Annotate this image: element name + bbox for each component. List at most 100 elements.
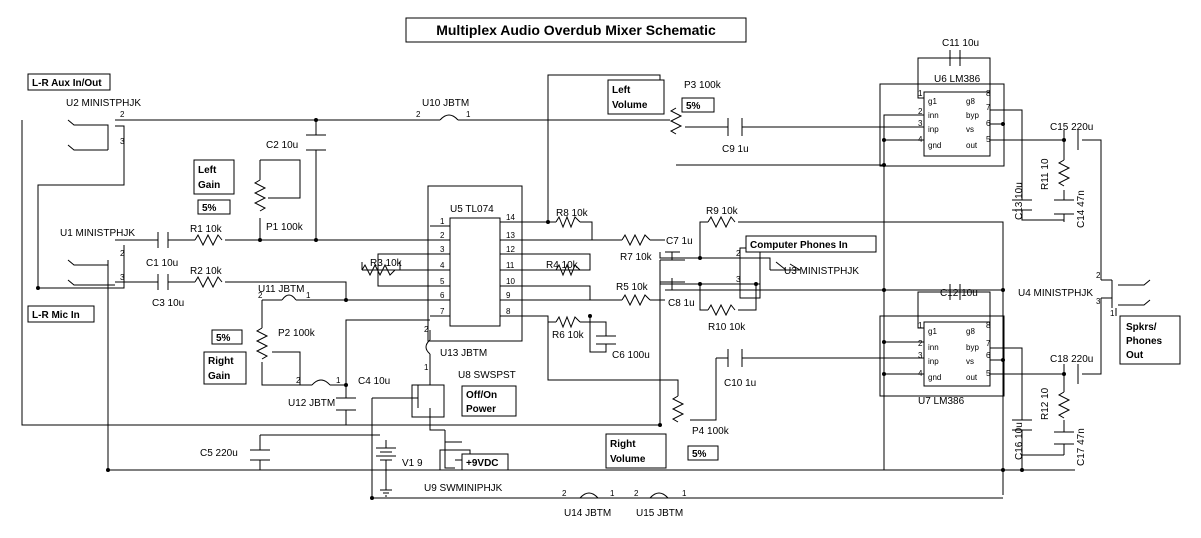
- u5-pin: 9: [506, 291, 511, 300]
- u5-pin: 2: [440, 231, 445, 240]
- label-v1: V1 9: [402, 458, 423, 469]
- note-right-volume-2: Volume: [610, 454, 646, 465]
- junctions: [36, 106, 1066, 500]
- u5-pin: 10: [506, 277, 515, 286]
- u6-pin: 3: [918, 119, 923, 128]
- u7-pin: 5: [986, 369, 991, 378]
- label-c7: C7 1u: [666, 236, 693, 247]
- u6-pin: 4: [918, 135, 923, 144]
- u3-pin: 3: [736, 275, 741, 284]
- u10-pin: 1: [466, 110, 471, 119]
- label-u9: U9 SWMINIPHJK: [424, 483, 503, 494]
- u5-pin: 1: [440, 217, 445, 226]
- label-u15: U15 JBTM: [636, 508, 683, 519]
- u4-pin: 1: [1110, 309, 1115, 318]
- label-c1: C1 10u: [146, 258, 178, 269]
- label-u13: U13 JBTM: [440, 348, 487, 359]
- u5-pin: 4: [440, 261, 445, 270]
- note-power-1: Off/On: [466, 390, 497, 401]
- u7-pin-name: out: [966, 373, 978, 382]
- u7-pin: 2: [918, 339, 923, 348]
- u7-pin: 7: [986, 339, 991, 348]
- label-c14: C14 47n: [1076, 190, 1087, 228]
- u6-pin-name: g1: [928, 97, 937, 106]
- note-p3-percent: 5%: [686, 101, 701, 112]
- note-p2-percent: 5%: [216, 333, 231, 344]
- u6-pin: 7: [986, 103, 991, 112]
- u6-pin: 8: [986, 89, 991, 98]
- u4-pin: 3: [1096, 297, 1101, 306]
- label-c13: C13 10u: [1014, 182, 1025, 220]
- u7-pin-name: inp: [928, 357, 939, 366]
- u6-pin-name: out: [966, 141, 978, 150]
- u7-pin-name: g8: [966, 327, 975, 336]
- label-r6: R6 10k: [552, 330, 585, 341]
- symbols: [67, 50, 1151, 499]
- u6-pin: 1: [918, 89, 923, 98]
- u12-pin: 2: [296, 376, 301, 385]
- u6-pin-name: g8: [966, 97, 975, 106]
- u3-pin: 2: [736, 249, 741, 258]
- note-supply: +9VDC: [466, 458, 499, 469]
- u5-pin: 8: [506, 307, 511, 316]
- label-u14: U14 JBTM: [564, 508, 611, 519]
- label-u11: U11 JBTM: [258, 284, 305, 295]
- u13-pin: 1: [424, 363, 429, 372]
- label-r12: R12 10: [1040, 387, 1051, 420]
- u6-pin-name: inp: [928, 125, 939, 134]
- note-power-2: Power: [466, 404, 496, 415]
- pin-numbers: 1 2 3 4 5 6 7 14 13 12 11 10 9 8 1 2 3 4…: [120, 89, 1115, 498]
- label-r9: R9 10k: [706, 206, 739, 217]
- label-r10: R10 10k: [708, 322, 746, 333]
- label-u8: U8 SWSPST: [458, 370, 516, 381]
- label-r3: R3 10k: [370, 258, 403, 269]
- note-computer-phones: Computer Phones In: [750, 240, 848, 251]
- schematic-title: Multiplex Audio Overdub Mixer Schematic: [436, 22, 716, 38]
- u6-pin: 5: [986, 135, 991, 144]
- label-c16: C16 10u: [1014, 422, 1025, 460]
- note-left-volume-2: Volume: [612, 100, 648, 111]
- u11-pin: 1: [306, 291, 311, 300]
- u4-pin: 2: [1096, 271, 1101, 280]
- u7-pin-name: vs: [966, 357, 974, 366]
- label-c12: C12 10u: [940, 288, 978, 299]
- note-left-gain-1: Left: [198, 165, 217, 176]
- note-aux: L-R Aux In/Out: [32, 78, 102, 89]
- label-r8: R8 10k: [556, 208, 589, 219]
- label-c8: C8 1u: [668, 298, 695, 309]
- label-c15: C15 220u: [1050, 122, 1093, 133]
- note-right-volume-1: Right: [610, 439, 636, 450]
- note-p1-percent: 5%: [202, 203, 217, 214]
- u5-pin: 14: [506, 213, 515, 222]
- label-c17: C17 47n: [1076, 428, 1087, 466]
- note-spkrs-3: Out: [1126, 350, 1144, 361]
- label-r7: R7 10k: [620, 252, 653, 263]
- component-labels: U2 MINISTPHJK U1 MINISTPHJK U3 MINISTPHJ…: [60, 38, 1093, 519]
- label-p2: P2 100k: [278, 328, 316, 339]
- u5-pin: 13: [506, 231, 515, 240]
- u1-pin: 2: [120, 249, 125, 258]
- u5-pin: 7: [440, 307, 445, 316]
- u6-pin: 6: [986, 119, 991, 128]
- u7-pin: 8: [986, 321, 991, 330]
- u13-pin: 2: [424, 325, 429, 334]
- note-mic: L-R Mic In: [32, 310, 80, 321]
- u7-pin-name: inn: [928, 343, 939, 352]
- u6-pin-name: byp: [966, 111, 979, 120]
- u11-pin: 2: [258, 291, 263, 300]
- label-u6: U6 LM386: [934, 74, 981, 85]
- u15-pin: 1: [682, 489, 687, 498]
- u7-pin-name: byp: [966, 343, 979, 352]
- label-r2: R2 10k: [190, 266, 223, 277]
- u5-pin: 12: [506, 245, 515, 254]
- u2-pin: 3: [120, 137, 125, 146]
- u5-pin: 5: [440, 277, 445, 286]
- u5-pin: 3: [440, 245, 445, 254]
- label-p1: P1 100k: [266, 222, 304, 233]
- label-c5: C5 220u: [200, 448, 238, 459]
- u7-pin: 3: [918, 351, 923, 360]
- note-right-gain-2: Gain: [208, 371, 230, 382]
- label-c10: C10 1u: [724, 378, 756, 389]
- label-c6: C6 100u: [612, 350, 650, 361]
